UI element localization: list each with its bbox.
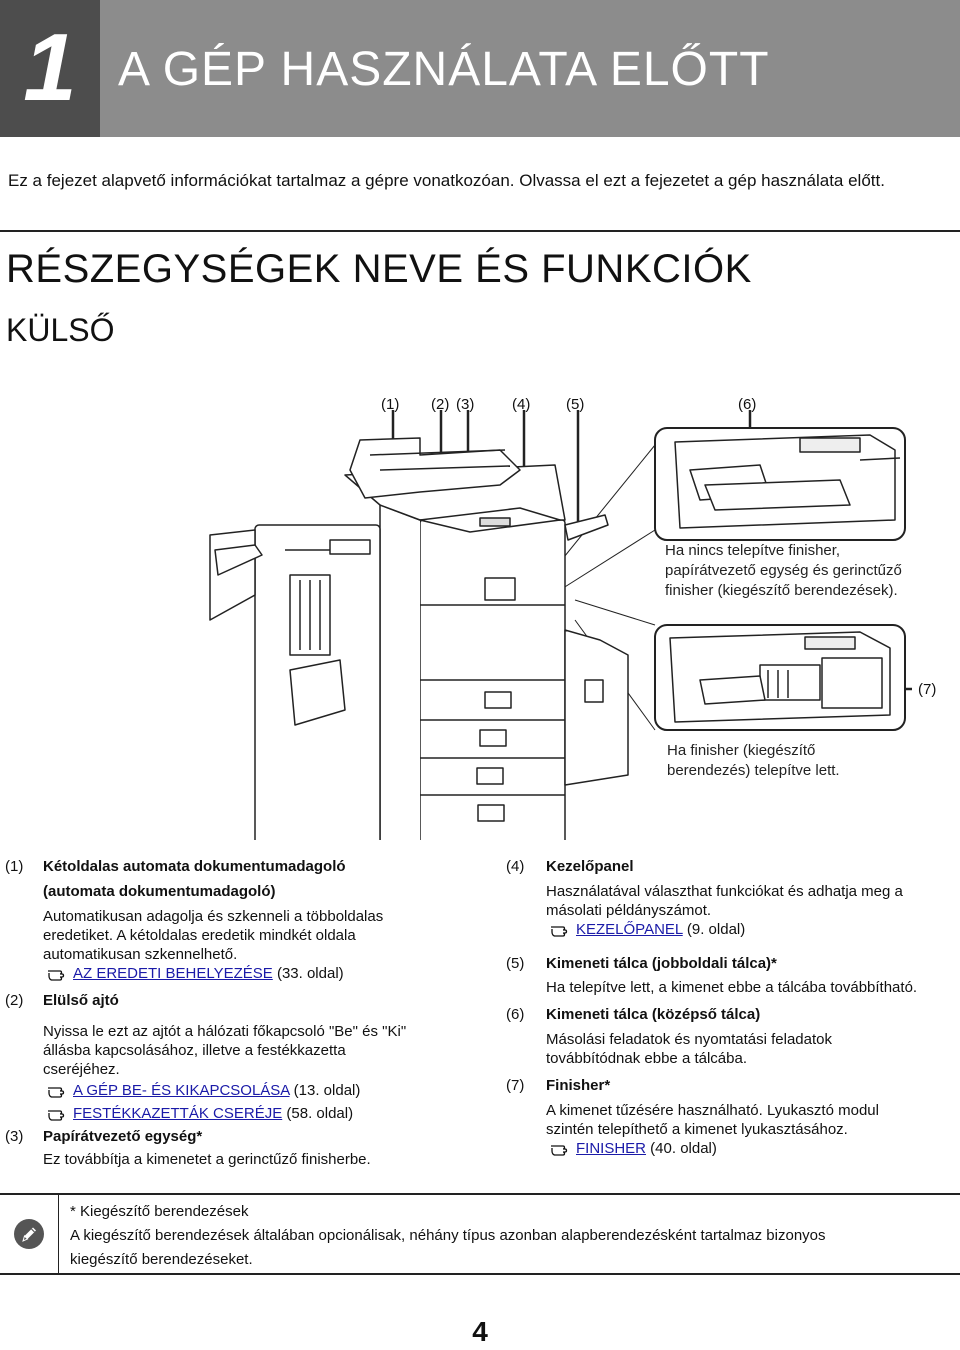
item-heading: Elülső ajtó bbox=[43, 992, 119, 1009]
section-title: RÉSZEGYSÉGEK NEVE ÉS FUNKCIÓK bbox=[6, 247, 752, 291]
callout-6: (6) bbox=[738, 396, 757, 413]
caption-line: berendezés) telepítve lett. bbox=[667, 762, 840, 779]
item-body: másolati példányszámot. bbox=[546, 902, 712, 919]
reference-page: (33. oldal) bbox=[272, 965, 344, 982]
item-body: Ha telepítve lett, a kimenet ebbe a tálc… bbox=[546, 979, 918, 996]
caption-line: Ha finisher (kiegészítő bbox=[667, 742, 816, 759]
item-body: állásba kapcsolásához, illetve a festékk… bbox=[43, 1042, 346, 1059]
item-heading: Kétoldalas automata dokumentumadagoló bbox=[43, 858, 346, 875]
reference: KEZELŐPANEL (9. oldal) bbox=[546, 920, 956, 939]
reference: A GÉP BE- ÉS KIKAPCSOLÁSA (13. oldal) bbox=[43, 1081, 475, 1100]
note-line: kiegészítő berendezéseket. bbox=[70, 1251, 253, 1268]
reference-page: (58. oldal) bbox=[282, 1105, 354, 1122]
reference: FINISHER (40. oldal) bbox=[546, 1139, 956, 1158]
item-body: eredetiket. A kétoldalas eredetik mindké… bbox=[43, 927, 356, 944]
item-heading: Finisher* bbox=[546, 1077, 611, 1094]
callout-2: (2) bbox=[431, 396, 450, 413]
reference-page: (9. oldal) bbox=[682, 921, 746, 938]
desc-item-6: (6) Kimeneti tálca (középső tálca) Másol… bbox=[506, 1005, 956, 1068]
caption-line: finisher (kiegészítő berendezések). bbox=[665, 582, 898, 599]
caption-no-finisher: Ha nincs telepítve finisher, papírátveze… bbox=[665, 541, 902, 601]
reference-link[interactable]: AZ EREDETI BEHELYEZÉSE bbox=[73, 965, 273, 982]
item-heading: Kezelőpanel bbox=[546, 858, 634, 875]
callout-4: (4) bbox=[512, 396, 531, 413]
chapter-band bbox=[100, 0, 960, 137]
item-number: (2) bbox=[5, 992, 24, 1009]
item-body: automatikusan szkennelhető. bbox=[43, 946, 238, 963]
pointing-hand-icon bbox=[47, 1081, 69, 1100]
chapter-number-box bbox=[0, 0, 100, 137]
note-box bbox=[0, 1193, 960, 1275]
item-number: (3) bbox=[5, 1128, 24, 1145]
reference: AZ EREDETI BEHELYEZÉSE (33. oldal) bbox=[43, 964, 475, 983]
item-body: cseréjéhez. bbox=[43, 1061, 120, 1078]
caption-finisher: Ha finisher (kiegészítő berendezés) tele… bbox=[667, 741, 840, 781]
machine-illustration bbox=[209, 410, 912, 840]
item-number: (4) bbox=[506, 858, 525, 875]
callout-3: (3) bbox=[456, 396, 475, 413]
item-number: (7) bbox=[506, 1077, 525, 1094]
subsection-title: KÜLSŐ bbox=[6, 312, 115, 348]
item-heading: Kimeneti tálca (középső tálca) bbox=[546, 1006, 761, 1023]
desc-item-4: (4) Kezelőpanel Használatával választhat… bbox=[506, 857, 956, 939]
intro-text: Ez a fejezet alapvető információkat tart… bbox=[8, 171, 885, 190]
item-number: (1) bbox=[5, 858, 24, 875]
caption-line: papírátvezető egység és gerinctűző bbox=[665, 562, 902, 579]
section-divider bbox=[0, 230, 960, 232]
desc-item-7: (7) Finisher* A kimenet tűzésére használ… bbox=[506, 1076, 956, 1158]
pointing-hand-icon bbox=[550, 1139, 572, 1158]
reference-page: (40. oldal) bbox=[646, 1140, 717, 1157]
note-line: A kiegészítő berendezések általában opci… bbox=[70, 1227, 826, 1244]
reference: FESTÉKKAZETTÁK CSERÉJE (58. oldal) bbox=[43, 1104, 475, 1123]
note-text: * Kiegészítő berendezések A kiegészítő b… bbox=[70, 1200, 950, 1272]
item-number: (6) bbox=[506, 1006, 525, 1023]
note-title: * Kiegészítő berendezések bbox=[70, 1203, 249, 1220]
desc-item-5: (5) Kimeneti tálca (jobboldali tálca)* H… bbox=[506, 954, 956, 997]
desc-item-2: (2) Elülső ajtó Nyissa le ezt az ajtót a… bbox=[5, 991, 475, 1123]
item-body: Nyissa le ezt az ajtót a hálózati főkapc… bbox=[43, 1023, 407, 1040]
callout-1: (1) bbox=[381, 396, 400, 413]
reference-page: (13. oldal) bbox=[289, 1082, 361, 1099]
chapter-title: A GÉP HASZNÁLATA ELŐTT bbox=[118, 43, 770, 96]
chapter-number: 1 bbox=[23, 14, 77, 121]
reference-link[interactable]: FESTÉKKAZETTÁK CSERÉJE bbox=[73, 1105, 283, 1122]
note-icon-cell bbox=[0, 1195, 59, 1273]
item-body: Ez továbbítja a kimenetet a gerinctűző f… bbox=[43, 1151, 371, 1168]
page-number: 4 bbox=[472, 1316, 488, 1347]
caption-line: Ha nincs telepítve finisher, bbox=[665, 542, 841, 559]
item-body: Használatával választhat funkciókat és a… bbox=[546, 883, 903, 900]
item-body: A kimenet tűzésére használható. Lyukaszt… bbox=[546, 1102, 879, 1119]
item-body: Automatikusan adagolja és szkenneli a tö… bbox=[43, 908, 384, 925]
item-number: (5) bbox=[506, 955, 525, 972]
reference-link[interactable]: A GÉP BE- ÉS KIKAPCSOLÁSA bbox=[73, 1082, 290, 1099]
reference-link[interactable]: FINISHER bbox=[576, 1140, 647, 1157]
pencil-note-icon bbox=[14, 1219, 44, 1249]
callout-7: (7) bbox=[918, 681, 937, 698]
pointing-hand-icon bbox=[550, 920, 572, 939]
item-body: Másolási feladatok és nyomtatási feladat… bbox=[546, 1031, 832, 1048]
item-heading: Kimeneti tálca (jobboldali tálca)* bbox=[546, 955, 777, 972]
item-body: továbbítódnak ebbe a tálcába. bbox=[546, 1050, 747, 1067]
pointing-hand-icon bbox=[47, 964, 69, 983]
desc-item-3: (3) Papírátvezető egység* Ez továbbítja … bbox=[5, 1127, 475, 1169]
callout-5: (5) bbox=[566, 396, 585, 413]
item-heading: (automata dokumentumadagoló) bbox=[43, 883, 276, 900]
item-heading: Papírátvezető egység* bbox=[43, 1128, 203, 1145]
reference-link[interactable]: KEZELŐPANEL bbox=[576, 921, 683, 938]
item-body: szintén telepíthető a kimenet lyukasztás… bbox=[546, 1121, 848, 1138]
desc-item-1: (1) Kétoldalas automata dokumentumadagol… bbox=[5, 857, 475, 983]
pointing-hand-icon bbox=[47, 1104, 69, 1123]
